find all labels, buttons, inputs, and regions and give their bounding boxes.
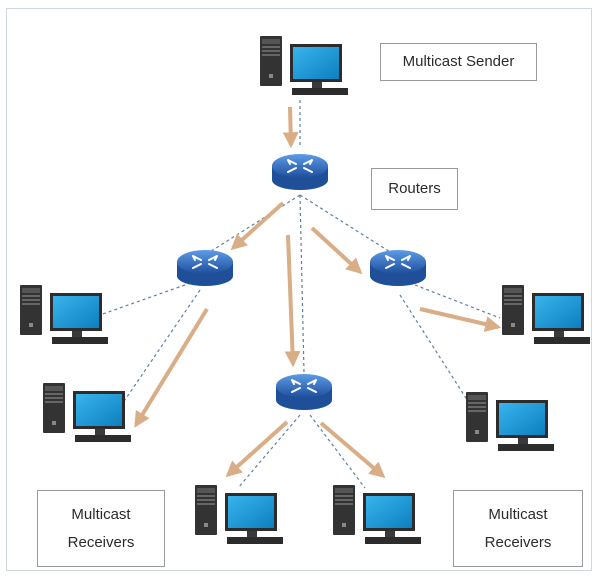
computer-icon-bottom-left — [195, 485, 283, 544]
router-icon-left — [176, 249, 234, 287]
router-icon-bottom — [275, 373, 333, 411]
label-receivers-left-line2: Receivers — [67, 533, 135, 551]
arrow-r4-pc-bottom-left — [225, 420, 289, 478]
link-r2-pc-left-mid — [117, 289, 201, 411]
computer-icon-right-mid — [466, 392, 554, 451]
label-multicast-receivers-left: Multicast Receivers — [37, 490, 165, 567]
link-r3-pc-right-top — [414, 284, 501, 319]
computer-icon-right-top — [502, 285, 590, 344]
link-r2-pc-left-top — [99, 284, 186, 316]
network-links — [99, 100, 501, 489]
arrow-r1-r4 — [284, 234, 301, 368]
label-routers: Routers — [371, 168, 458, 210]
computer-icon-left-top — [20, 285, 108, 344]
label-multicast-sender-text: Multicast Sender — [402, 53, 515, 70]
arrow-r2-pc-left — [134, 307, 209, 428]
label-routers-text: Routers — [388, 180, 441, 197]
arrow-r3-pc-right — [419, 307, 502, 332]
link-r3-pc-right-mid — [399, 294, 481, 421]
router-icon-right — [369, 249, 427, 287]
flow-arrows — [134, 106, 502, 479]
label-multicast-sender: Multicast Sender — [380, 43, 537, 81]
label-multicast-receivers-right: Multicast Receivers — [453, 490, 583, 567]
computer-icon-sender — [260, 36, 348, 95]
link-r1-r2 — [204, 194, 301, 256]
label-receivers-right-line2: Receivers — [484, 533, 552, 551]
computer-icon-bottom-right — [333, 485, 421, 544]
link-r1-r4 — [299, 194, 305, 374]
diagram-frame — [6, 8, 592, 571]
router-icon-top — [271, 153, 329, 191]
arrow-r1-r3 — [310, 226, 363, 275]
label-receivers-left-line1: Multicast — [71, 505, 131, 523]
arrow-sender-r1 — [282, 106, 299, 149]
arrow-r1-r2 — [230, 201, 285, 251]
arrow-r4-pc-bottom-right — [319, 421, 386, 479]
computer-icon-left-mid — [43, 383, 131, 442]
link-r4-pc-bottom-left — [237, 414, 301, 489]
link-r1-r3 — [299, 194, 396, 256]
label-receivers-right-line1: Multicast — [488, 505, 548, 523]
